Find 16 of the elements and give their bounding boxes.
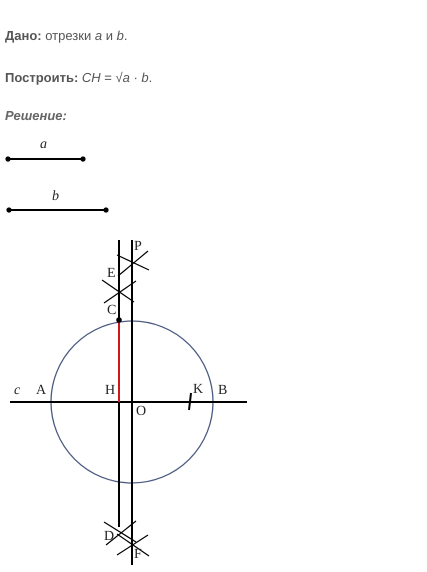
segment-label: b (52, 190, 59, 204)
point-label: E (107, 267, 116, 281)
point-label: F (134, 548, 142, 562)
point-label: A (36, 384, 46, 398)
construct-text: Построить: CH = √a · b. (5, 70, 152, 85)
point-label: O (136, 405, 146, 419)
line-label: c (14, 384, 20, 398)
point-label: D (104, 530, 114, 544)
given-text: Дано: отрезки a и b. (5, 28, 128, 43)
point-label: K (193, 383, 204, 397)
point-label: B (218, 384, 228, 398)
segment-label: a (40, 138, 47, 152)
point-label: P (134, 240, 142, 254)
point-label: C (107, 304, 116, 318)
point-label: H (105, 384, 116, 398)
solution-heading: Решение: (5, 108, 67, 123)
